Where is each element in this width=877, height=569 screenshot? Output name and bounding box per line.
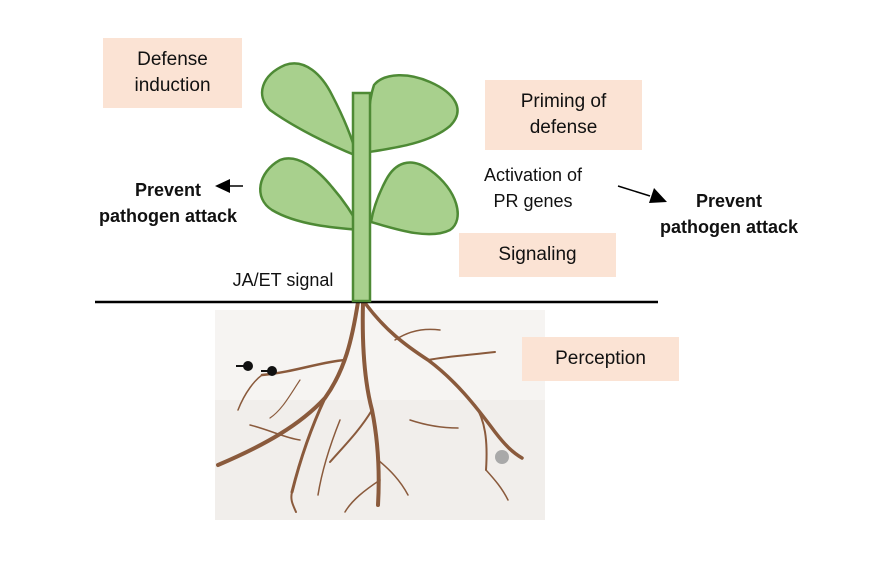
priming-line2: defense [529, 117, 598, 138]
microbes [236, 361, 509, 464]
leaf-lower-right [369, 161, 459, 236]
prevent-left-line1: Prevent [134, 180, 202, 200]
priming-of-defense-box: Priming of defense [485, 80, 642, 150]
prevent-pathogen-right: Prevent pathogen attack [644, 188, 814, 240]
perception-label: Perception [555, 348, 646, 369]
arrow-right [617, 185, 667, 203]
ja-et-signal-label: JA/ET signal [218, 267, 348, 293]
ja-et-text: JA/ET signal [232, 270, 334, 290]
prevent-left-line2: pathogen attack [98, 206, 238, 226]
signaling-box: Signaling [459, 233, 616, 277]
arrow-left [215, 179, 243, 193]
defense-induction-line2: induction [134, 75, 211, 96]
root-system [216, 300, 524, 513]
perception-box: Perception [522, 337, 679, 381]
activation-of-pr-genes: Activation of PR genes [458, 162, 608, 214]
leaf-upper-left [260, 62, 359, 158]
prevent-pathogen-left: Prevent pathogen attack [83, 177, 253, 229]
prevent-right-line1: Prevent [695, 191, 763, 211]
leaf-upper-right [366, 74, 459, 154]
leaves [259, 62, 459, 236]
activation-line2: PR genes [493, 191, 573, 211]
leaf-lower-left [259, 157, 363, 232]
prevent-right-line2: pathogen attack [659, 217, 799, 237]
plant-stem [351, 91, 372, 303]
priming-line1: Priming of [520, 91, 607, 112]
defense-induction-box: Defense induction [103, 38, 242, 108]
signaling-label: Signaling [498, 244, 577, 265]
defense-induction-line1: Defense [137, 49, 208, 70]
activation-line1: Activation of [483, 165, 583, 185]
